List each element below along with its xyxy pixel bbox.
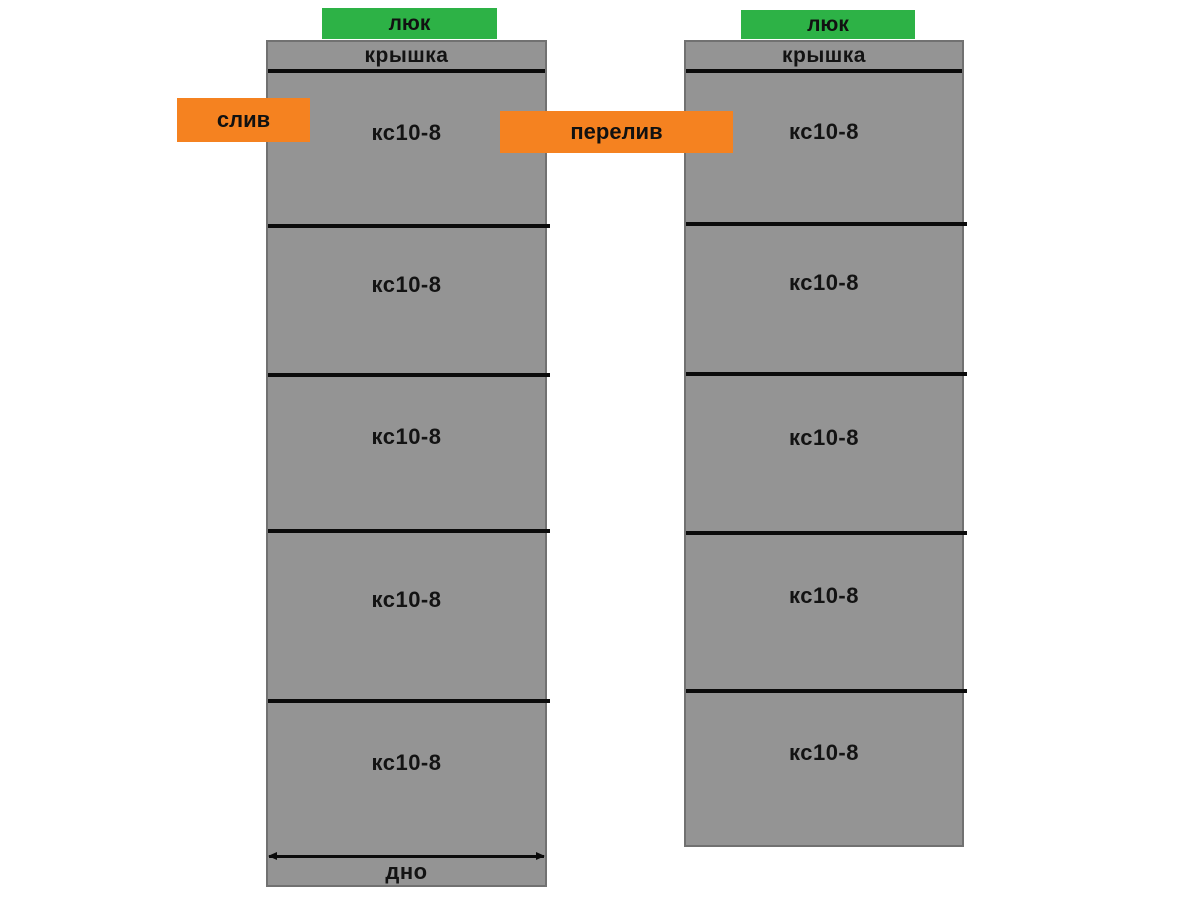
right-ring-joint-line-3 bbox=[686, 531, 967, 535]
right-ring-joint-line-1 bbox=[686, 222, 967, 226]
overflow-pipe-badge: перелив bbox=[500, 111, 733, 153]
right-lid-joint-line bbox=[686, 69, 962, 73]
right-ring-5-label: кс10-8 bbox=[789, 740, 859, 765]
right-ring-2-label: кс10-8 bbox=[789, 270, 859, 295]
left-hatch-badge: люк bbox=[322, 8, 497, 39]
left-well-column: крышка кс10-8 кс10-8 кс10-8 кс10-8 кс10-… bbox=[266, 40, 550, 887]
right-ring-1-label: кс10-8 bbox=[789, 118, 859, 144]
left-ring-2: кс10-8 bbox=[268, 228, 545, 373]
left-ring-5-label: кс10-8 bbox=[371, 750, 442, 775]
left-ring-4: кс10-8 bbox=[268, 533, 545, 699]
left-ring-joint-line-3 bbox=[268, 529, 550, 533]
right-lid-label: крышка bbox=[782, 44, 866, 67]
drain-pipe-badge: слив bbox=[177, 98, 310, 142]
left-ring-4-label: кс10-8 bbox=[371, 587, 442, 612]
left-lid-joint-line bbox=[268, 69, 545, 73]
left-ring-1: кс10-8 bbox=[268, 73, 545, 224]
left-ring-5: кс10-8 bbox=[268, 703, 545, 855]
bottom-dimension-line bbox=[268, 852, 545, 860]
left-lid-label: крышка bbox=[364, 44, 449, 67]
right-ring-4-label: кс10-8 bbox=[789, 583, 859, 608]
right-hatch-badge: люк bbox=[741, 10, 915, 39]
right-ring-5: кс10-8 bbox=[686, 693, 962, 845]
left-ring-joint-line-1 bbox=[268, 224, 550, 228]
left-ring-joint-line-4 bbox=[268, 699, 550, 703]
right-ring-1: кс10-8 bbox=[686, 73, 962, 222]
right-ring-2: кс10-8 bbox=[686, 226, 962, 372]
right-ring-3: кс10-8 bbox=[686, 376, 962, 531]
left-ring-joint-line-2 bbox=[268, 373, 550, 377]
right-ring-4: кс10-8 bbox=[686, 535, 962, 689]
bottom-slab-label: дно bbox=[385, 859, 428, 884]
right-ring-3-label: кс10-8 bbox=[789, 424, 859, 450]
left-ring-3-label: кс10-8 bbox=[371, 424, 442, 449]
right-ring-joint-line-2 bbox=[686, 372, 967, 376]
left-ring-2-label: кс10-8 bbox=[371, 271, 442, 297]
left-ring-3: кс10-8 bbox=[268, 377, 545, 529]
left-ring-1-label: кс10-8 bbox=[371, 119, 442, 145]
right-ring-joint-line-4 bbox=[686, 689, 967, 693]
right-well-column: крышка кс10-8 кс10-8 кс10-8 кс10-8 кс10-… bbox=[684, 40, 967, 847]
